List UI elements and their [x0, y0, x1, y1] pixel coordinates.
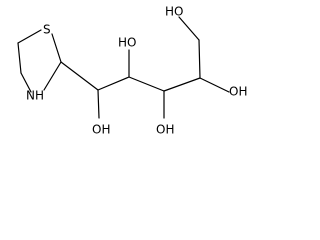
thiazolidine-ring: [17, 29, 62, 93]
bond-c-nh: [20, 72, 32, 93]
bond-c-ring-top-left: [17, 29, 42, 44]
bond-c2-c1: [60, 61, 99, 91]
hydroxyl-label-c2: HO: [118, 36, 136, 50]
nh-atom-label: NH: [26, 89, 44, 103]
sugar-chain: [60, 16, 230, 119]
molecule-structure-diagram: S NH OH HO OH OH HO: [17, 5, 247, 137]
bond-c1-oh: [97, 89, 100, 119]
bond-c2-c3: [128, 76, 165, 92]
bond-c-c-ring-left: [17, 42, 22, 74]
bond-c5-oh: [178, 16, 200, 41]
hydroxyl-label-c5: HO: [165, 5, 183, 19]
bond-c3-c4: [163, 77, 201, 92]
sulfur-atom-label: S: [43, 23, 51, 37]
bond-nh-c2: [43, 61, 62, 91]
bond-s-c2: [51, 33, 62, 63]
bond-c4-oh: [199, 77, 230, 93]
hydroxyl-label-c1: OH: [92, 123, 110, 137]
hydroxyl-label-c4: OH: [229, 85, 247, 99]
bond-c1-c2: [97, 76, 130, 91]
bond-c4-c5: [198, 39, 201, 79]
hydroxyl-label-c3: OH: [156, 123, 174, 137]
